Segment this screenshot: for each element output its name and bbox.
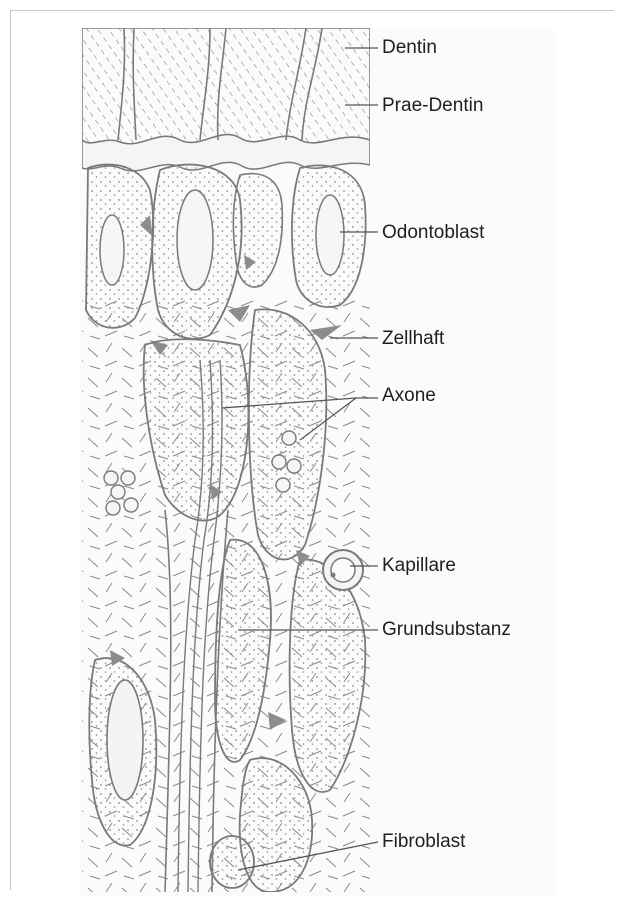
label-odontoblast: Odontoblast	[382, 223, 484, 242]
odontoblast-nucleus	[177, 190, 213, 290]
fibroblast-cell	[210, 836, 254, 888]
label-kapillare: Kapillare	[382, 556, 456, 575]
label-zellhaft: Zellhaft	[382, 329, 444, 348]
odontoblast-nucleus	[316, 195, 344, 275]
tissue-section	[82, 28, 370, 892]
label-prae-dentin: Prae-Dentin	[382, 96, 483, 115]
cell-nucleus	[107, 680, 143, 800]
label-grundsubstanz: Grundsubstanz	[382, 620, 511, 639]
odontoblast-nucleus	[100, 215, 124, 285]
label-dentin: Dentin	[382, 38, 437, 57]
capillary	[323, 550, 363, 590]
label-fibroblast: Fibroblast	[382, 832, 465, 851]
label-axone: Axone	[382, 386, 436, 405]
